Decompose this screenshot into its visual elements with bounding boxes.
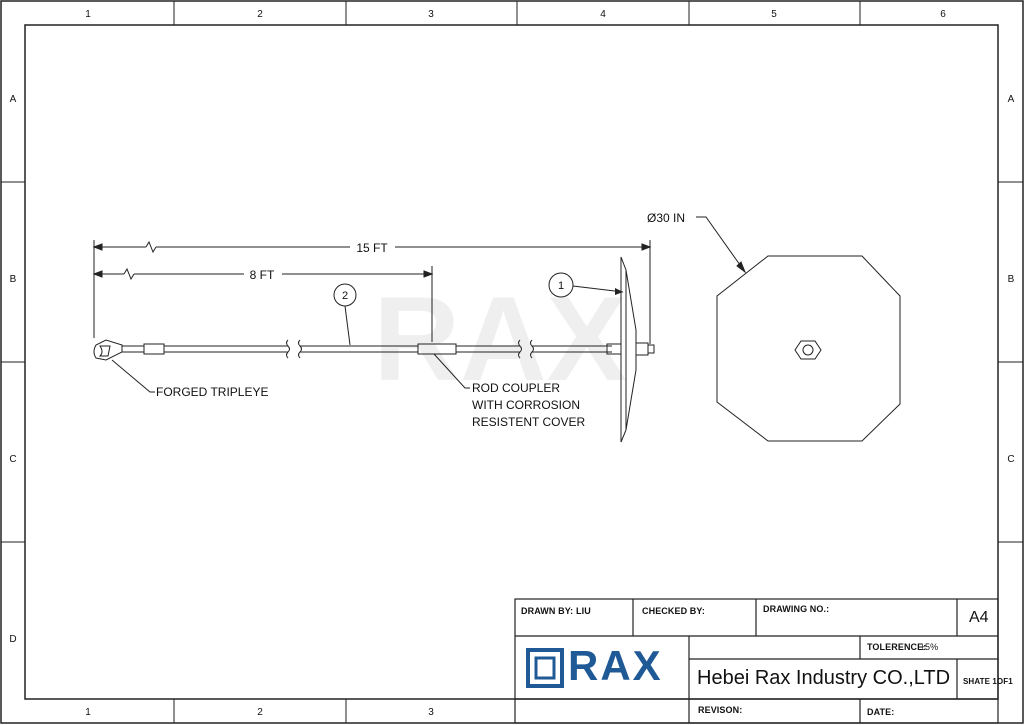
row-label-left-b: B — [10, 274, 17, 285]
side-zone-dividers — [1, 181, 1023, 543]
anchor-plate-plan-view — [696, 216, 901, 442]
tripleye-eye — [98, 345, 111, 357]
balloon-1: 1 — [548, 272, 624, 298]
tripleye-body — [93, 339, 123, 361]
tolerance-label: TOLERENCE: — [867, 642, 927, 652]
break-mark-2a — [518, 339, 522, 359]
callout-tripleye: FORGED TRIPLEYE — [156, 385, 268, 399]
rax-watermark: RAX — [373, 272, 626, 406]
row-label-right-c: C — [1007, 454, 1014, 465]
tripleye-collar — [143, 343, 165, 355]
rod-end-plan — [802, 344, 814, 356]
top-col-label-5: 5 — [771, 9, 777, 20]
top-col-label-3: 3 — [428, 9, 434, 20]
top-col-label-4: 4 — [600, 9, 606, 20]
top-zone-dividers — [173, 1, 861, 25]
row-label-left-d: D — [9, 634, 16, 645]
rod-coupler — [417, 343, 457, 355]
title-block-grid — [514, 598, 999, 724]
plate-outline — [716, 255, 901, 442]
sheet-size: A4 — [969, 609, 989, 626]
drawing-no-label: DRAWING NO.: — [763, 604, 830, 614]
hex-nut-plan — [794, 340, 822, 360]
row-label-right-a: A — [1008, 94, 1015, 105]
hex-nut-side — [635, 342, 649, 356]
balloon-2: 2 — [333, 283, 357, 346]
callout-coupler-line1: ROD COUPLER — [472, 381, 560, 395]
bottom-col-label-2: 2 — [257, 707, 263, 718]
callout-coupler-line2: WITH CORROSION — [472, 398, 580, 412]
balloon-2-number: 2 — [342, 290, 348, 302]
leader-coupler — [433, 353, 470, 389]
leader-tripleye — [111, 359, 155, 393]
balloon-1-number: 1 — [558, 280, 564, 292]
break-mark-1b — [298, 339, 302, 359]
row-label-right-b: B — [1008, 274, 1015, 285]
diameter-label: Ø30 IN — [647, 211, 685, 225]
date-label: DATE: — [867, 707, 895, 717]
top-col-label-2: 2 — [257, 9, 263, 20]
zone-labels: 1 2 3 4 5 6 1 2 3 A B C D A B C — [9, 9, 1014, 718]
bottom-col-label-3: 3 — [428, 707, 434, 718]
checked-by-label: CHECKED BY: — [642, 606, 705, 616]
break-mark-2b — [530, 339, 534, 359]
break-mark-1a — [286, 339, 290, 359]
bottom-zone-dividers — [173, 699, 347, 723]
revision-label: REVISON: — [698, 705, 743, 715]
dimension-8ft — [92, 266, 434, 342]
dimension-15ft — [92, 240, 652, 344]
rod-tip — [647, 344, 655, 354]
rax-logo-text: RAX — [568, 642, 663, 689]
dim-15ft-label: 15 FT — [356, 241, 388, 255]
top-col-label-6: 6 — [940, 9, 946, 20]
row-label-left-a: A — [10, 94, 17, 105]
callout-coupler-line3: RESISTENT COVER — [472, 415, 585, 429]
bottom-col-label-1: 1 — [85, 707, 91, 718]
tripleye-neck — [121, 345, 145, 353]
leader-diameter — [696, 216, 746, 273]
sheet-number: SHATE 1OF1 — [963, 677, 1013, 686]
tolerance-value: ±5% — [920, 642, 939, 652]
company-name: Hebei Rax Industry CO.,LTD — [697, 667, 951, 689]
top-col-label-1: 1 — [85, 9, 91, 20]
drawn-by-value: LIU — [576, 606, 591, 616]
drawn-by-label: DRAWN BY: — [521, 606, 574, 616]
rax-logo-mark — [526, 648, 564, 688]
row-label-left-c: C — [9, 454, 16, 465]
dim-8ft-label: 8 FT — [250, 268, 275, 282]
anchor-side-view — [93, 256, 655, 443]
